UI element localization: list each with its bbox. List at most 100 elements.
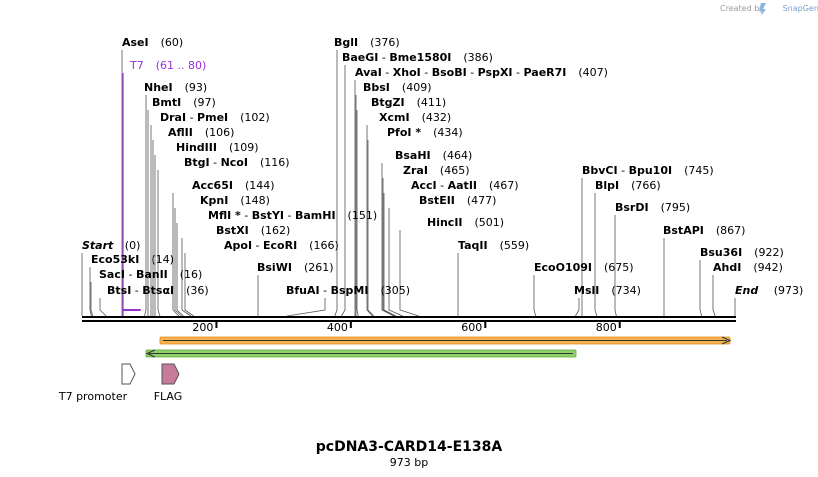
cut-position: (102) (240, 111, 270, 124)
cut-site-label: DraI - PmeI(102) (160, 111, 270, 124)
start-label-pos: (0) (125, 239, 141, 252)
t7-promoter-arrow-icon (121, 363, 136, 385)
start-label-text: Start (82, 239, 114, 252)
cut-site-label: NheI(93) (144, 81, 207, 94)
cut-site-label: BstXI(162) (216, 224, 290, 237)
cut-position: (261) (304, 261, 334, 274)
t7-promoter-label: T7 promoter (58, 390, 128, 403)
cut-position: (411) (417, 96, 447, 109)
cut-site-connector (174, 208, 182, 317)
enzyme-name: KpnI (200, 194, 228, 207)
enzyme-name: AatII (448, 179, 477, 192)
cut-position: (376) (370, 36, 400, 49)
cut-site-label: KpnI(148) (200, 194, 270, 207)
orf-forward-arrow (159, 336, 732, 345)
cut-site-label: PfoI *(434) (387, 126, 463, 139)
cut-position: (106) (205, 126, 235, 139)
enzyme-name: Acc65I (192, 179, 233, 192)
cut-position: (61 .. 80) (156, 59, 207, 72)
enzyme-name: NheI (144, 81, 173, 94)
cut-site-label: AhdI(942) (713, 261, 783, 274)
credit-prefix: Created by (720, 4, 764, 13)
cut-position: (305) (380, 284, 410, 297)
cut-site-connector (614, 215, 617, 317)
enzyme-name: BglI (334, 36, 358, 49)
enzyme-name: Eco53kI (91, 253, 139, 266)
enzyme-name: BanII (136, 268, 168, 281)
cut-site-label: MslI (734) (574, 284, 641, 297)
cut-position: (36) (186, 284, 209, 297)
cut-position: (409) (402, 81, 432, 94)
cut-position: (386) (463, 51, 493, 64)
cut-site-label: BtgZI(411) (371, 96, 446, 109)
cut-site-connector (99, 298, 107, 317)
cut-site-connector (157, 170, 161, 317)
cut-position: (151) (348, 209, 378, 222)
cut-site-label: BbsI(409) (363, 81, 432, 94)
snapgene-credit: Created by SnapGene (720, 4, 818, 13)
cut-position: (97) (193, 96, 216, 109)
enzyme-name: MflI * (208, 209, 241, 222)
enzyme-name: BsrDI (615, 201, 649, 214)
cut-site-connector (144, 95, 147, 317)
cut-site-label: AflII (106) (168, 126, 234, 139)
ruler-tick-label: 400 (327, 321, 348, 334)
enzyme-name: BaeGI (342, 51, 378, 64)
enzyme-name: PfoI * (387, 126, 421, 139)
enzyme-name: BmtI (152, 96, 181, 109)
cut-position: (60) (161, 36, 184, 49)
primer-label: T7 (61 .. 80) (129, 59, 206, 72)
cut-site-connector (176, 223, 184, 317)
cut-site-connector (382, 178, 395, 317)
enzyme-name: AvaI (355, 66, 382, 79)
enzyme-name: XhoI (393, 66, 421, 79)
cut-position: (109) (229, 141, 259, 154)
enzyme-name: BbvCI (582, 164, 618, 177)
enzyme-name: AflII (168, 126, 193, 139)
enzyme-name: MslI (574, 284, 599, 297)
cut-site-connector (383, 193, 397, 317)
cut-position: (734) (611, 284, 641, 297)
enzyme-name: BtsI (107, 284, 131, 297)
cut-site-label: Eco53kI(14) (91, 253, 174, 266)
cut-position: (467) (489, 179, 519, 192)
cut-site-label: BtgI - NcoI(116) (184, 156, 290, 169)
snapgene-logo-icon (759, 3, 766, 16)
enzyme-name: HincII (427, 216, 463, 229)
cut-site-label: BlpI(766) (595, 179, 661, 192)
cut-site-label: Acc65I(144) (192, 179, 275, 192)
enzyme-name: BsaHI (395, 149, 431, 162)
cut-position: (559) (500, 239, 530, 252)
cut-site-label: BtsI - BtsαI(36) (107, 284, 209, 297)
cut-site-connector (594, 193, 598, 317)
enzyme-name: BstXI (216, 224, 249, 237)
cut-site-connector (90, 282, 94, 317)
enzyme-name: BsiWI (257, 261, 292, 274)
cut-position: (16) (180, 268, 203, 281)
enzyme-name: BspMI (331, 284, 369, 297)
enzyme-name: PspXI (478, 66, 513, 79)
cut-site-connector (172, 193, 180, 317)
enzyme-name: Bme1580I (389, 51, 451, 64)
cut-position: (407) (578, 66, 608, 79)
cut-site-label: BsiWI (261) (257, 261, 334, 274)
enzyme-name: T7 (129, 59, 144, 72)
enzyme-name: PmeI (197, 111, 228, 124)
cut-position: (477) (467, 194, 497, 207)
cut-position: (465) (440, 164, 470, 177)
cut-site-label: SacI - BanII(16) (99, 268, 202, 281)
cut-site-connector (367, 140, 375, 317)
cut-site-label: Bsu36I(922) (700, 246, 784, 259)
cut-site-connector (181, 238, 192, 317)
cut-site-label: AseI(60) (122, 36, 183, 49)
enzyme-name: TaqII (458, 239, 488, 252)
cut-site-connector (356, 110, 359, 317)
cut-site-label: BsrDI (795) (615, 201, 690, 214)
cut-site-label: AccI - AatII(467) (411, 179, 519, 192)
cut-position: (166) (309, 239, 339, 252)
cut-position: (795) (661, 201, 691, 214)
cut-site-label: XcmI(432) (379, 111, 451, 124)
enzyme-name: BamHI (295, 209, 336, 222)
cut-site-label: BaeGI - Bme1580I(386) (342, 51, 493, 64)
cut-position: (745) (684, 164, 714, 177)
